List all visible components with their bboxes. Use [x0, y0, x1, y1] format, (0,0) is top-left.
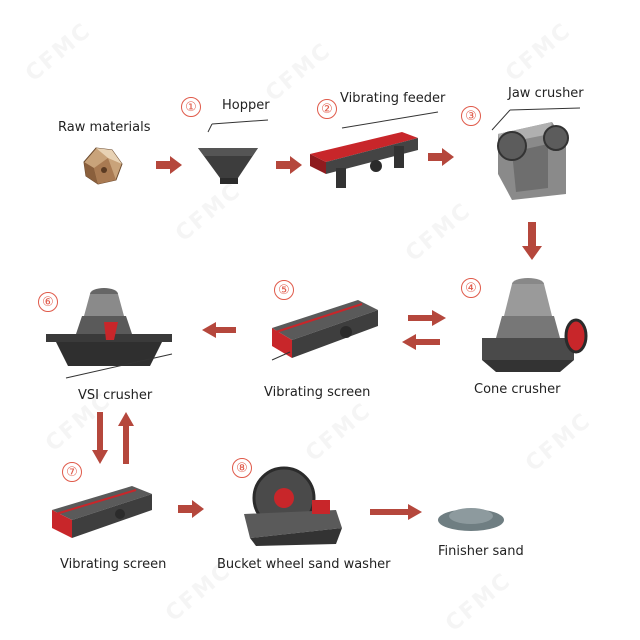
flow-arrow — [92, 412, 108, 464]
vsi-crusher-label: VSI crusher — [78, 388, 153, 403]
jaw-crusher-label: Jaw crusher — [508, 86, 584, 101]
watermark: CFMC — [300, 398, 377, 467]
watermark: CFMC — [260, 38, 337, 107]
hopper-machine — [198, 119, 269, 184]
vsi-crusher-machine — [46, 288, 173, 379]
watermark: CFMC — [440, 568, 517, 637]
step-number-7: ⑦ — [62, 462, 82, 482]
watermark: CFMC — [400, 198, 477, 267]
vibrating-screen-label: Vibrating screen — [264, 385, 371, 400]
sand-washer-label: Bucket wheel sand washer — [217, 557, 391, 572]
flow-arrow — [156, 156, 182, 174]
step-number-3: ③ — [461, 106, 481, 126]
cone-crusher-machine — [482, 278, 588, 372]
flow-arrow — [408, 310, 446, 326]
flow-arrow — [178, 500, 204, 518]
vibrating-screen-machine — [271, 300, 378, 361]
jaw-crusher-machine — [491, 107, 581, 200]
step-number-1: ① — [181, 97, 201, 117]
watermark: CFMC — [500, 18, 577, 87]
step-number-8: ⑧ — [232, 458, 252, 478]
hopper-label: Hopper — [222, 98, 270, 113]
watermark: CFMC — [520, 408, 597, 477]
vibrating-feeder-machine — [310, 111, 439, 188]
watermark: CFMC — [20, 18, 97, 87]
flow-arrow — [370, 504, 422, 520]
sand-pile-image — [438, 508, 504, 531]
flow-arrow — [522, 222, 542, 260]
vibrating-screen-machine — [52, 486, 152, 538]
raw-materials-label: Raw materials — [58, 120, 151, 135]
step-number-4: ④ — [461, 278, 481, 298]
vibrating-feeder-label: Vibrating feeder — [340, 91, 446, 106]
finished-sand-label: Finisher sand — [438, 544, 524, 559]
step-number-5: ⑤ — [274, 280, 294, 300]
sand-washer-machine — [244, 466, 342, 546]
step-number-6: ⑥ — [38, 292, 58, 312]
flow-arrow — [402, 334, 440, 350]
flow-arrow — [428, 148, 454, 166]
step-number-2: ② — [317, 99, 337, 119]
cone-crusher-label: Cone crusher — [474, 382, 561, 397]
flow-arrow — [276, 156, 302, 174]
raw-materials-image — [83, 147, 123, 185]
vibrating-screen-label: Vibrating screen — [60, 557, 167, 572]
flow-arrow — [202, 322, 236, 338]
flow-arrow — [118, 412, 134, 464]
